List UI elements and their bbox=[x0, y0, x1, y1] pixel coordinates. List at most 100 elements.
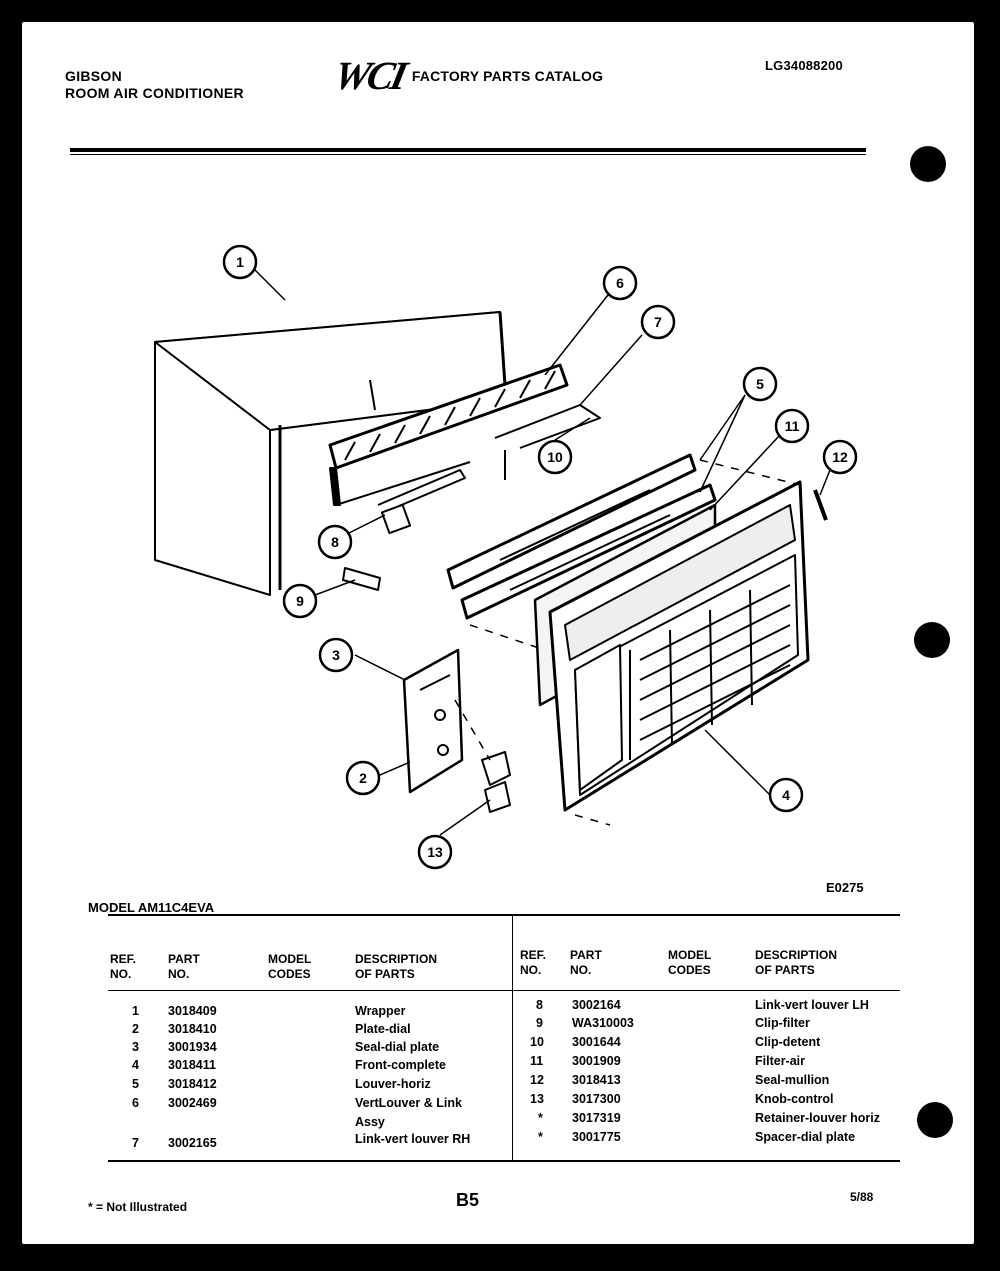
clip-filter bbox=[342, 567, 381, 591]
callout-label-4: 4 bbox=[782, 787, 790, 803]
table-row: 3002469 bbox=[168, 1096, 217, 1110]
table-row: Wrapper bbox=[355, 1004, 406, 1018]
header-description-left: DESCRIPTION OF PARTS bbox=[355, 952, 438, 981]
callout-label-7: 7 bbox=[654, 314, 662, 330]
table-row: Front-complete bbox=[355, 1058, 446, 1072]
table-row: 3001644 bbox=[572, 1035, 621, 1049]
table-row: 3001775 bbox=[572, 1130, 621, 1144]
callout-10 bbox=[537, 439, 573, 475]
callout-label-5: 5 bbox=[756, 376, 764, 392]
table-row: 3001934 bbox=[168, 1040, 217, 1054]
table-row: 11 bbox=[530, 1054, 544, 1068]
callout-label-1: 1 bbox=[236, 254, 244, 270]
vertical-louver-assembly bbox=[328, 363, 569, 506]
table-row: 3 bbox=[132, 1040, 139, 1054]
link-lh bbox=[377, 469, 466, 535]
header-ref-right: REF. NO. bbox=[520, 948, 547, 977]
header-ref-left: REF. NO. bbox=[110, 952, 137, 981]
footer-note: * = Not Illustrated bbox=[88, 1200, 188, 1214]
table-row: * bbox=[538, 1130, 543, 1144]
catalog-title: FACTORY PARTS CATALOG bbox=[411, 67, 604, 84]
table-row: Filter-air bbox=[755, 1054, 806, 1068]
callout-3 bbox=[318, 637, 354, 673]
table-row: 10 bbox=[530, 1035, 544, 1049]
table-row: 7 bbox=[132, 1136, 139, 1150]
header-part-right: PART NO. bbox=[570, 948, 602, 977]
table-row: Clip-filter bbox=[755, 1016, 810, 1030]
callout-1 bbox=[222, 244, 258, 280]
binder-hole-middle bbox=[914, 622, 950, 658]
header-description-right: DESCRIPTION OF PARTS bbox=[755, 948, 838, 977]
callout-13 bbox=[417, 834, 453, 870]
product-name: ROOM AIR CONDITIONER bbox=[65, 85, 244, 101]
table-header-rule bbox=[108, 990, 900, 991]
binder-hole-top bbox=[910, 146, 946, 182]
footer-date: 5/88 bbox=[850, 1190, 874, 1204]
callout-label-6: 6 bbox=[616, 275, 624, 291]
header-rule bbox=[70, 148, 866, 152]
table-row: 1 bbox=[132, 1004, 139, 1018]
horizontal-louvers bbox=[446, 453, 717, 620]
table-row: 5 bbox=[132, 1077, 139, 1091]
guide-lines bbox=[454, 459, 801, 826]
header-part-left: PART NO. bbox=[168, 952, 200, 981]
table-row: 3018411 bbox=[168, 1058, 216, 1072]
callout-11 bbox=[774, 408, 810, 444]
table-row: 3018409 bbox=[168, 1004, 217, 1018]
table-row: VertLouver & Link bbox=[355, 1096, 462, 1110]
seal-mullion bbox=[813, 489, 828, 521]
table-row: 3017319 bbox=[572, 1111, 621, 1125]
callout-label-9: 9 bbox=[296, 593, 304, 609]
table-row: WA310003 bbox=[572, 1016, 634, 1030]
table-row: Assy bbox=[355, 1115, 385, 1129]
table-row: Link-vert louver LH bbox=[755, 998, 869, 1012]
table-row: Retainer-louver horiz bbox=[755, 1111, 881, 1125]
table-row: 3018413 bbox=[572, 1073, 621, 1087]
callout-label-3: 3 bbox=[332, 647, 340, 663]
callout-12 bbox=[822, 439, 858, 475]
table-column-divider bbox=[512, 914, 513, 1160]
table-row: Clip-detent bbox=[755, 1035, 821, 1049]
front-complete bbox=[548, 480, 810, 812]
table-row: 4 bbox=[132, 1058, 139, 1072]
callout-6 bbox=[602, 265, 638, 301]
binder-hole-bottom bbox=[917, 1102, 953, 1138]
table-row: 9 bbox=[536, 1016, 543, 1030]
callout-4 bbox=[768, 777, 804, 813]
table-row: 2 bbox=[132, 1022, 139, 1036]
callout-2 bbox=[345, 760, 381, 796]
table-row: * bbox=[538, 1111, 543, 1125]
table-row: Plate-dial bbox=[355, 1022, 411, 1036]
table-top-rule bbox=[108, 914, 900, 916]
page-number: B5 bbox=[456, 1190, 480, 1210]
header-model-codes-left: MODEL CODES bbox=[268, 952, 312, 981]
callouts bbox=[222, 244, 858, 870]
control-knobs bbox=[481, 751, 511, 813]
table-row: 3018412 bbox=[168, 1077, 217, 1091]
header-model-codes-right: MODEL CODES bbox=[668, 948, 712, 977]
catalog-page bbox=[22, 22, 974, 1244]
table-row: 3002164 bbox=[572, 998, 621, 1012]
table-row: 3018410 bbox=[168, 1022, 217, 1036]
leader-lines bbox=[254, 269, 831, 836]
table-row: Louver-horiz bbox=[355, 1077, 431, 1091]
header-brand-block: GIBSON ROOM AIR CONDITIONER bbox=[65, 68, 244, 102]
link-rh bbox=[494, 404, 601, 480]
table-row: 3002165 bbox=[168, 1136, 217, 1150]
table-row: 8 bbox=[536, 998, 543, 1012]
callout-7 bbox=[640, 304, 676, 340]
table-row: Knob-control bbox=[755, 1092, 834, 1106]
table-row: Link-vert louver RH bbox=[355, 1132, 471, 1146]
table-bottom-rule bbox=[108, 1160, 900, 1162]
header-rule-thin bbox=[70, 154, 866, 155]
catalog-code: LG34088200 bbox=[765, 58, 843, 73]
callout-label-12: 12 bbox=[832, 449, 848, 465]
brand-name: GIBSON bbox=[65, 68, 123, 84]
figure-code: E0275 bbox=[826, 880, 864, 895]
callout-label-8: 8 bbox=[331, 534, 339, 550]
catalog-header: WCI FACTORY PARTS CATALOG bbox=[330, 52, 604, 99]
callout-label-11: 11 bbox=[785, 418, 800, 434]
callout-5 bbox=[742, 366, 778, 402]
table-row: 13 bbox=[530, 1092, 544, 1106]
